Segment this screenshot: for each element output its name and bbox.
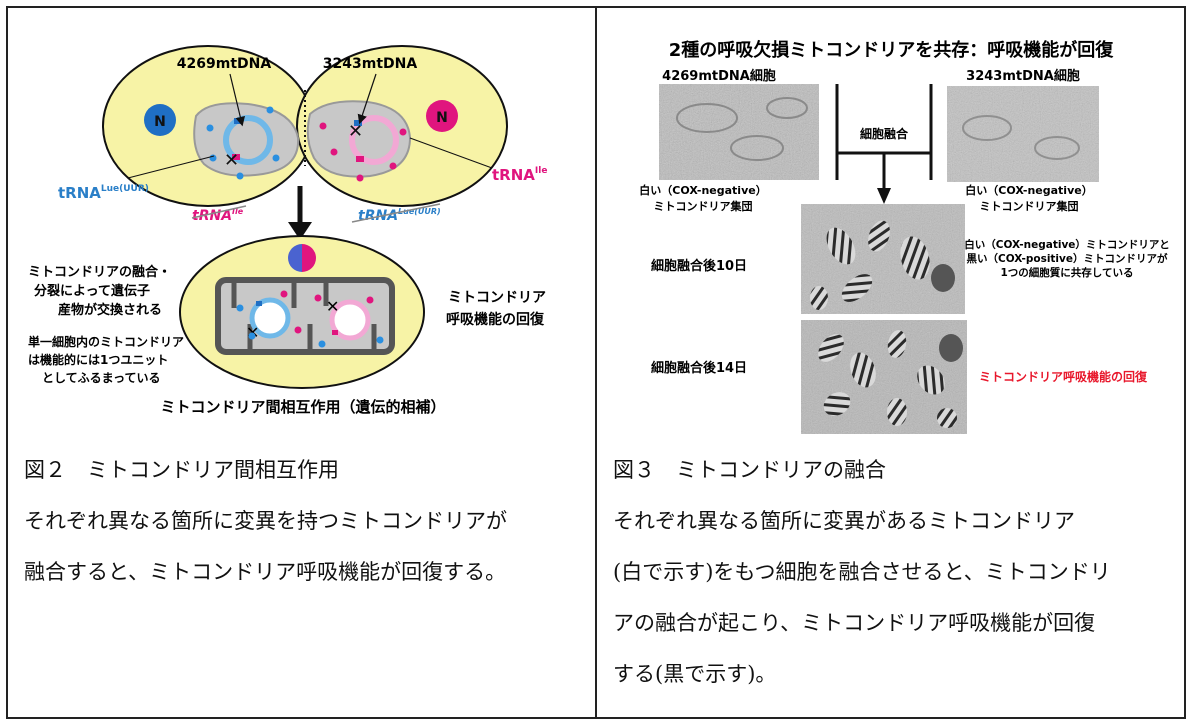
label-white-right-2: ミトコンドリア集団 [980, 199, 1079, 213]
fusion-connector [835, 84, 933, 190]
note-recovery-line1: ミトコンドリア [448, 290, 546, 306]
mtdna-marker-pink [356, 156, 364, 162]
pointer-trna-ile [409, 137, 493, 169]
trna-dot [280, 290, 288, 298]
nucleus-left-label: N [154, 114, 166, 130]
note-unit-line1: 単一細胞内のミトコンドリア [28, 334, 184, 349]
note-fusion-line1: ミトコンドリアの融合・ [28, 264, 171, 280]
mtdna-marker-pink [232, 154, 240, 160]
label-recovery: ミトコンドリア呼吸機能の回復 [979, 369, 1148, 384]
figure-3-panel: 2種の呼吸欠損ミトコンドリアを共存：呼吸機能が回復 4269mtDNA細胞 32… [597, 8, 1186, 717]
strike-line [191, 205, 247, 219]
trna-dot [376, 336, 384, 344]
fusion-arrow-head [877, 188, 891, 204]
mutation-x-icon: ✕ [224, 150, 239, 171]
nucleus-left [144, 104, 176, 136]
nucleus-half-pink [302, 244, 316, 272]
label-3243mtdna: 3243mtDNA [323, 56, 418, 72]
pointer-3243 [357, 73, 377, 125]
micrograph-4269 [659, 84, 819, 180]
trna-dot [399, 128, 407, 136]
label-coexist-1: 白い（COX-negative）ミトコンドリアと [964, 238, 1169, 251]
cell-fusion-micrograph-figure: 2種の呼吸欠損ミトコンドリアを共存：呼吸機能が回復 4269mtDNA細胞 32… [639, 39, 1170, 434]
trna-dot [272, 154, 280, 162]
note-fusion-line2: 分裂によって遺伝子 [34, 283, 150, 299]
mtdna-ring-4269 [223, 115, 273, 165]
nucleus-right-label: N [436, 110, 448, 126]
note-fusion-line3: 産物が交換される [58, 302, 162, 318]
trna-dot [236, 172, 244, 180]
trna-dot [206, 124, 214, 132]
figure-2-description: それぞれ異なる箇所に変異を持つミトコンドリアが 融合すると、ミトコンドリア呼吸機… [24, 509, 507, 584]
figure-3-caption: 図３ ミトコンドリアの融合 [613, 458, 886, 482]
label-cell-4269: 4269mtDNA細胞 [662, 68, 776, 84]
note-recovery-line2: 呼吸機能の回復 [446, 311, 545, 328]
pointer-trna-leu [127, 155, 215, 179]
note-unit-line3: としてふるまっている [42, 371, 161, 385]
trna-dot [236, 304, 244, 312]
label-trna-ile: tRNAIle [492, 166, 547, 184]
mitochondrion-left [193, 102, 300, 177]
label-fusion: 細胞融合 [860, 126, 909, 141]
mutation-x-icon: ✕ [326, 297, 339, 316]
pointer-4269 [229, 73, 245, 127]
trna-dot [389, 162, 397, 170]
trna-dot [266, 106, 274, 114]
trna-dot [356, 174, 364, 182]
label-white-right-1: 白い（COX-negative） [965, 183, 1092, 197]
mtdna-marker-blue [256, 301, 262, 306]
trna-dot [319, 122, 327, 130]
label-day14: 細胞融合後14日 [651, 360, 747, 376]
mutation-x-icon: ✕ [348, 121, 363, 142]
trna-dot [330, 148, 338, 156]
label-trna-leu-crossed: tRNALue(UUR) [358, 207, 441, 224]
fusion-arrow-head [288, 222, 312, 240]
mtdna-ring-3243 [349, 115, 399, 165]
label-coexist-3: 1つの細胞質に共存している [1001, 266, 1134, 279]
panel-divider [595, 6, 597, 719]
trna-dot [318, 340, 326, 348]
nucleus-half-blue [288, 244, 302, 272]
mtdna-ring-4269-fused [249, 297, 291, 339]
figure-3-title: 2種の呼吸欠損ミトコンドリアを共存：呼吸機能が回復 [669, 39, 1115, 61]
micrograph-day10 [801, 204, 965, 314]
figure-2-panel: N N ✕ ✕ 4269mtDNA 3243mtDNA tRNALue(UUR) [8, 8, 595, 717]
label-white-left-2: ミトコンドリア集団 [654, 199, 753, 213]
micrograph-day14 [801, 320, 967, 434]
label-trna-leu: tRNALue(UUR) [58, 184, 149, 202]
trna-dot [314, 294, 322, 302]
trna-dot [209, 154, 217, 162]
label-4269mtdna: 4269mtDNA [177, 56, 272, 72]
trna-dot [248, 332, 256, 340]
label-cell-3243: 3243mtDNA細胞 [966, 68, 1080, 84]
strike-line [351, 203, 441, 223]
micrograph-3243 [947, 86, 1099, 182]
label-coexist-2: 黒い（COX-positive）ミトコンドリアが [966, 252, 1168, 265]
label-day10: 細胞融合後10日 [651, 258, 747, 274]
mtdna-ring-3243-fused [329, 299, 371, 341]
note-unit-line2: は機能的には1つユニット [28, 352, 168, 367]
mitochondria-interaction-diagram: N N ✕ ✕ 4269mtDNA 3243mtDNA tRNALue(UUR) [28, 45, 547, 416]
figure-2-caption: 図２ ミトコンドリア間相互作用 [24, 458, 339, 482]
label-white-left-1: 白い（COX-negative） [639, 183, 766, 197]
mtdna-marker-pink [332, 330, 338, 335]
trna-dot [366, 296, 374, 304]
label-trna-ile-crossed: tRNAIle [192, 207, 244, 224]
figure-3-description: それぞれ異なる箇所に変異があるミトコンドリア (白で示す)をもつ細胞を融合させる… [613, 509, 1111, 686]
nucleus-right [426, 100, 458, 132]
trna-dot [294, 326, 302, 334]
diagram-bottom-title: ミトコンドリア間相互作用（遺伝的相補） [160, 398, 445, 416]
